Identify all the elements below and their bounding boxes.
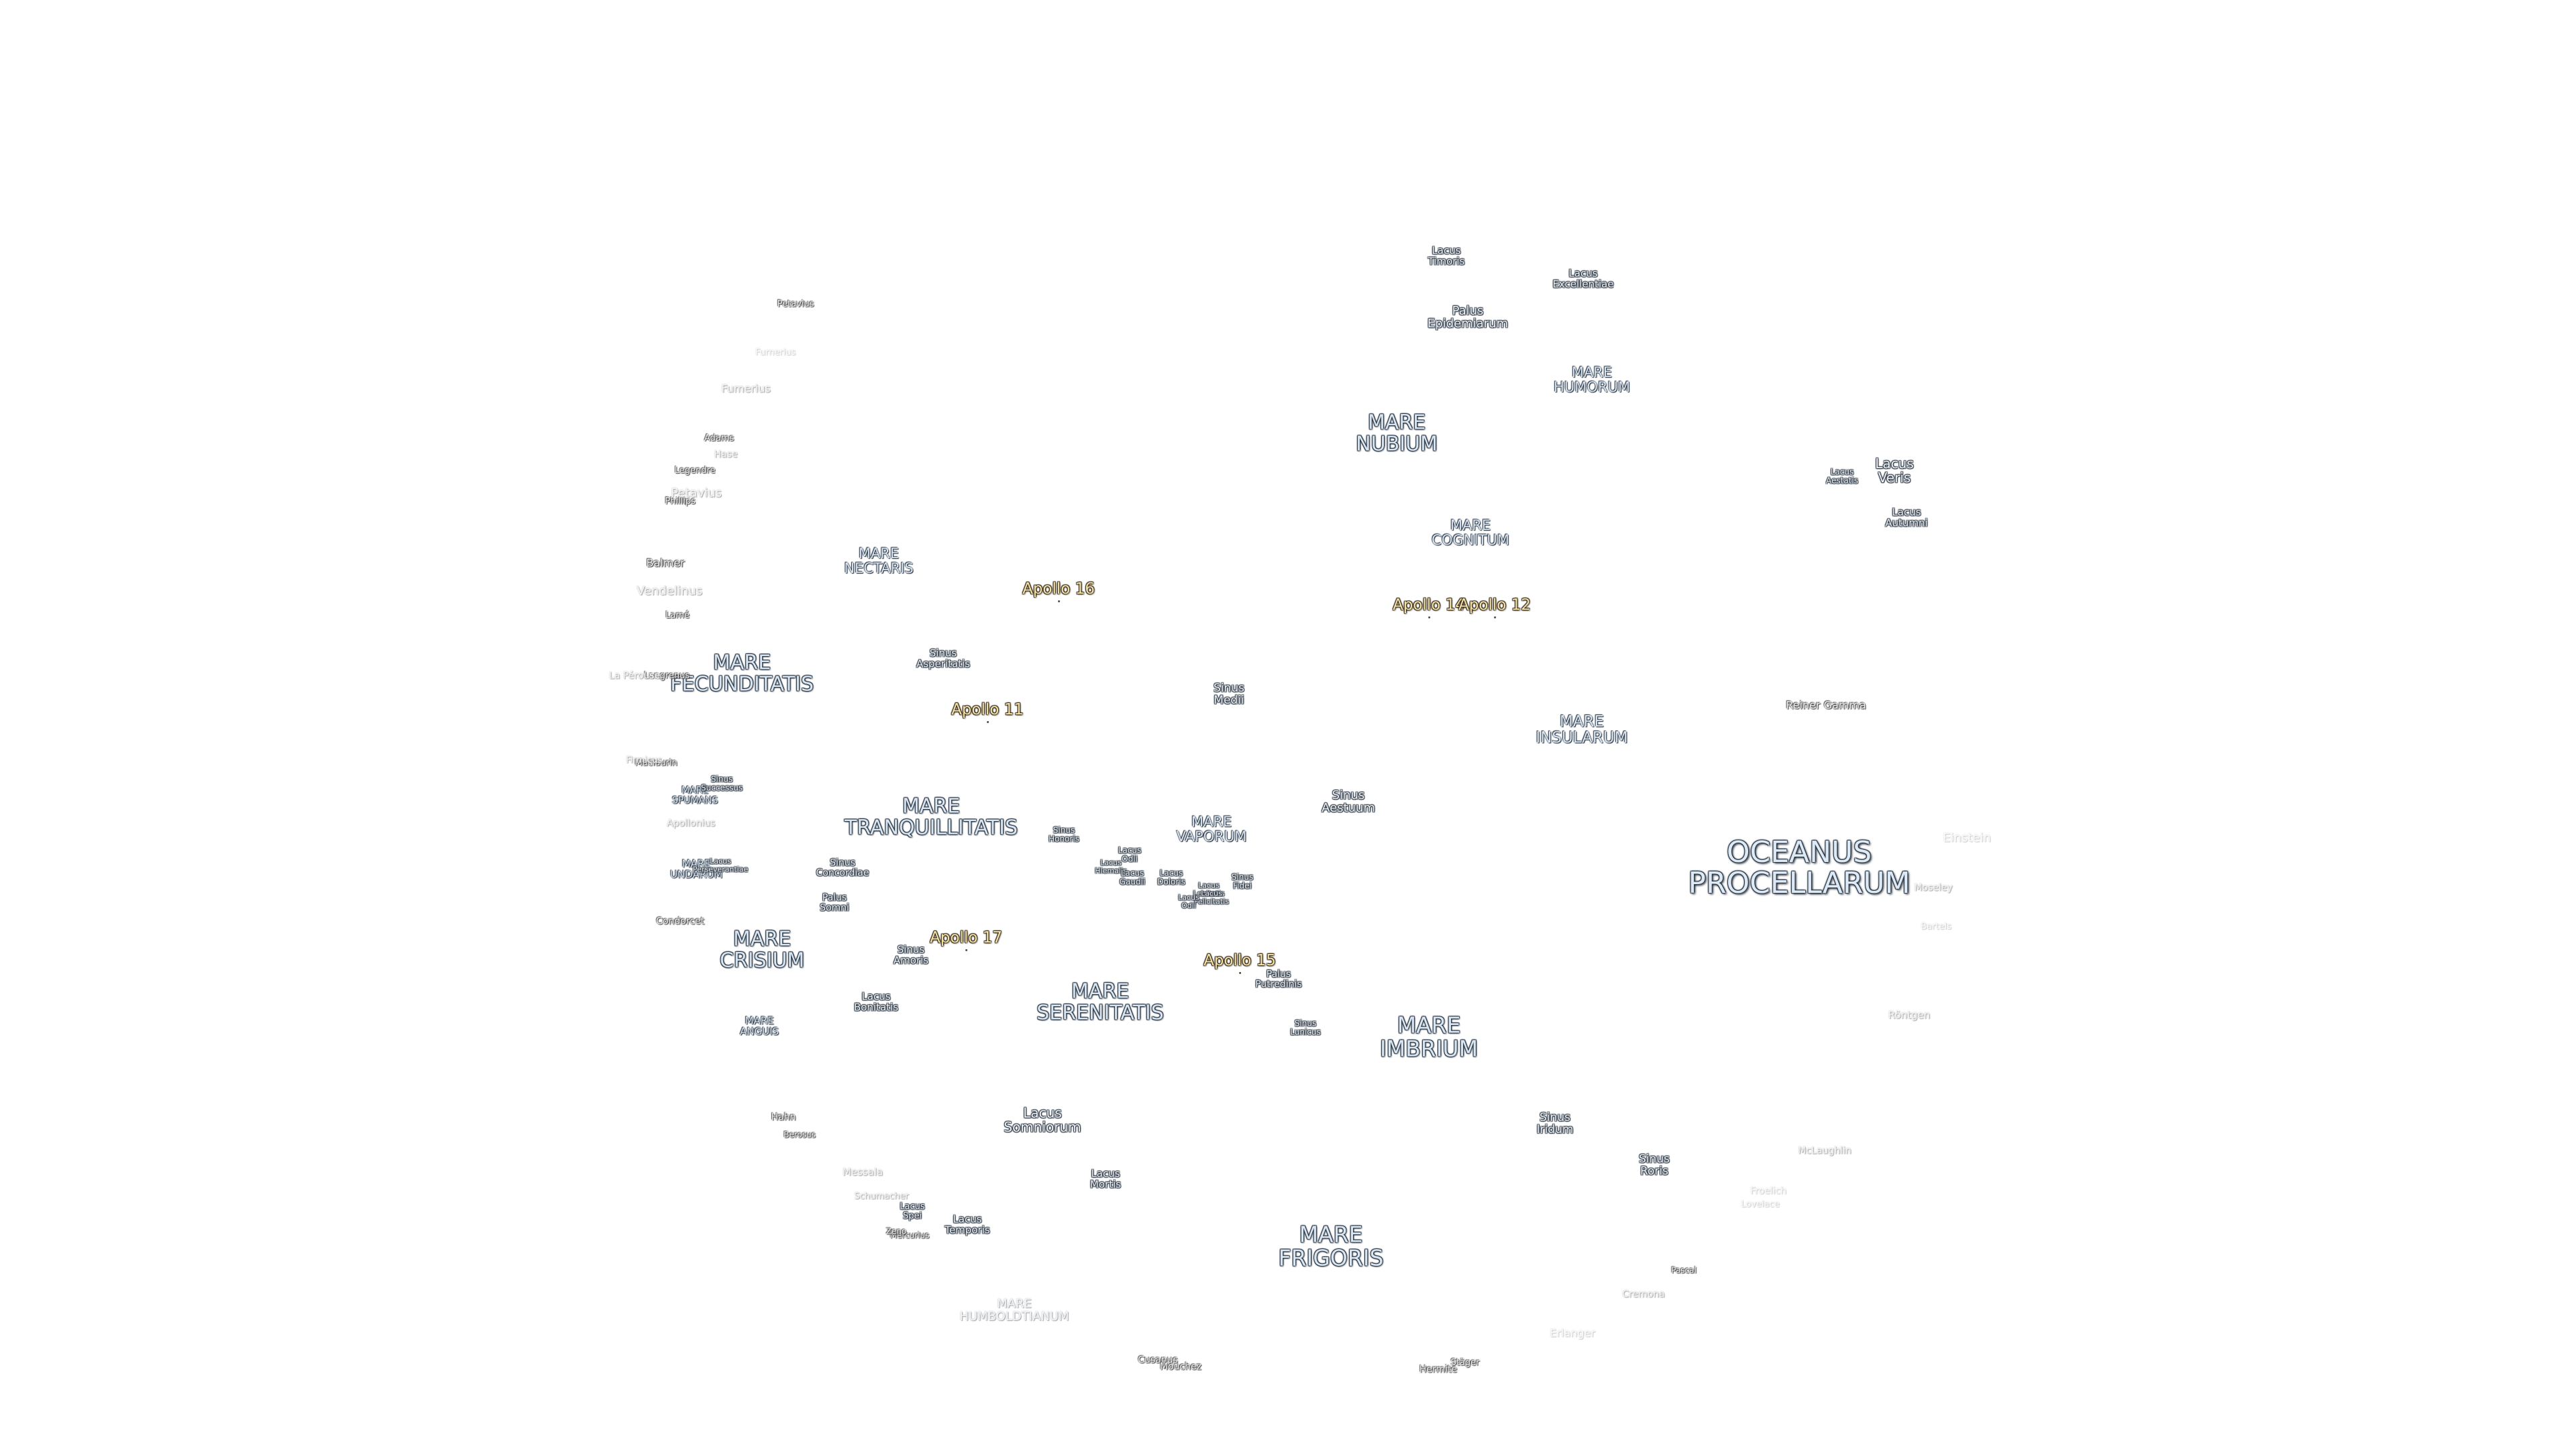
label-crater-mercurius: Mercurius (890, 1230, 930, 1240)
label-lacus-perseverantiae: Lacus Perseverantiae (692, 857, 749, 873)
label-crater-froelich: Froelich (1750, 1185, 1787, 1197)
label-crater-hase: Hase (714, 449, 738, 460)
label-mare-undarum: MARE UNDARUM (669, 857, 723, 880)
label-sinus-lunicus: Sinus Lunicus (1290, 1018, 1321, 1036)
label-crater-stager: Stäger (1450, 1358, 1480, 1368)
label-mare-spumans: MARE SPUMANS (672, 785, 718, 806)
label-crater-la-perouse: La Pérouse (608, 670, 661, 682)
label-lacus-bonitatis: Lacus Bonitatis (853, 990, 899, 1013)
label-palus-epidemiarum: Palus Epidemiarum (1427, 304, 1509, 331)
label-crater-moseley: Moseley (1914, 882, 1953, 894)
label-lacus-autumni: Lacus Autumni (1885, 506, 1928, 529)
label-crater-cremona: Cremona (1622, 1289, 1665, 1300)
label-sinus-medii: Sinus Medii (1214, 682, 1244, 707)
label-crater-bartels: Bartels (1921, 922, 1951, 932)
label-crater-berosus: Berosus (784, 1130, 816, 1140)
label-crater-pascal: Pascal (1671, 1265, 1697, 1275)
label-mare-nubium: MARE NUBIUM (1356, 411, 1438, 455)
label-lacus-odii: Lacus Odii (1178, 893, 1199, 910)
label-crater-firmicus: Firmicus (626, 755, 662, 766)
label-sinus-concordiae: Sinus Concordiae (816, 857, 869, 878)
label-sinus-aestuum: Sinus Aestuum (1322, 788, 1375, 815)
label-sinus-iridum: Sinus Iridum (1536, 1111, 1574, 1136)
label-apollo-14[interactable]: Apollo 14 (1393, 596, 1465, 619)
label-lacus-gaudii: Lacus Gaudii (1119, 868, 1146, 886)
label-mare-anguis: MARE ANGUIS (739, 1014, 780, 1037)
label-crater-mclaughlin: McLaughlin (1798, 1145, 1851, 1157)
label-sinus-amoris: Sinus Amoris (893, 943, 929, 966)
label-mare-cognitum: MARE COGNITUM (1432, 517, 1509, 548)
label-crater-balmer: Balmer (646, 556, 685, 570)
label-crater-erlanger: Erlanger (1550, 1326, 1595, 1340)
label-crater-lovelace: Lovelace (1741, 1199, 1780, 1210)
label-sinus-roris: Sinus Roris (1639, 1152, 1670, 1178)
label-palus-putredinis: Palus Putredinis (1255, 969, 1302, 989)
label-lacus-mortis: Lacus Mortis (1089, 1167, 1122, 1190)
label-lacus-doloris: Lacus Doloris (1157, 868, 1185, 886)
label-apollo-11[interactable]: Apollo 11 (951, 700, 1024, 724)
label-lacus-spei: Lacus Spei (900, 1201, 925, 1221)
label-crater-mouchez: Mouchez (1159, 1361, 1202, 1373)
label-lacus-odii-top: Lacus Odii (1118, 845, 1142, 863)
label-sinus-fidei: Sinus Fidei (1231, 872, 1254, 890)
label-crater-hermite: Hermite (1419, 1364, 1458, 1375)
label-crater-condorcet: Condorcet (656, 916, 704, 927)
label-crater-fumerius: Fumerius (721, 382, 771, 395)
label-sinus-successus: Sinus Successus (700, 774, 743, 792)
label-crater-legendre: Legendre (674, 466, 716, 476)
label-mare-insularum: MARE INSULARUM (1536, 712, 1628, 747)
label-crater-schumacher: Schumacher (854, 1191, 909, 1202)
label-apollo-17[interactable]: Apollo 17 (930, 928, 1002, 952)
label-crater-furnerius: Furnerius (755, 347, 796, 358)
label-crater-rontgen: Röntgen (1888, 1009, 1931, 1022)
label-crater-adams: Adams (704, 433, 735, 444)
label-crater-lame: Lamé (665, 610, 690, 621)
label-crater-petavius: Petavius (671, 486, 722, 500)
label-mare-fecunditatis: MARE FECUNDITATIS (670, 651, 814, 696)
label-mare-nectaris: MARE NECTARIS (844, 545, 914, 576)
label-lacus-aestatis: Lacus Aestatis (1826, 467, 1858, 485)
label-mare-frigoris: MARE FRIGORIS (1278, 1221, 1384, 1271)
label-lacus-temporis: Lacus Temporis (945, 1213, 990, 1236)
label-lacus-felicitatis: Lacus Felicitatis (1194, 889, 1229, 906)
label-crater-langrenus: Langrenus (643, 671, 690, 682)
label-mare-tranquillitatis: MARE TRANQUILLITATIS (844, 794, 1018, 839)
label-lacus-lenitatis: Lacus Lenitatis (1193, 881, 1225, 898)
label-mare-vaporum: MARE VAPORUM (1176, 813, 1247, 845)
label-lacus-veris: Lacus Veris (1875, 455, 1914, 486)
label-apollo-12[interactable]: Apollo 12 (1458, 596, 1531, 619)
label-crater-zeno: Zeno (885, 1226, 907, 1236)
label-mare-humboldtianum: MARE HUMBOLDTIANUM (959, 1297, 1069, 1324)
label-mare-imbrium: MARE IMBRIUM (1379, 1012, 1479, 1061)
label-crater-apollonius: Apollonius (666, 818, 716, 829)
label-mare-crisium: MARE CRISIUM (719, 927, 805, 972)
label-sinus-asperitatis: Sinus Asperitatis (916, 647, 971, 669)
label-crater-maclaurin: Maclaurin (635, 758, 678, 769)
label-crater-phillips: Phillips (665, 496, 696, 507)
label-crater-einstein: Einstein (1943, 830, 1991, 845)
label-crater-vendelinus: Vendelinus (636, 584, 703, 598)
label-lacus-somniorum: Lacus Somniorum (1004, 1105, 1081, 1135)
label-crater-reiner-gamma: Reiner Gamma (1786, 698, 1866, 712)
label-palus-somni: Palus Somni (820, 892, 849, 913)
label-lacus-hiemalis: Lacus Hiemalis (1095, 858, 1127, 875)
label-oceanus-procellarum: OCEANUS PROCELLARUM (1688, 835, 1911, 900)
label-crater-cusanus: Cusanus (1138, 1354, 1178, 1366)
label-lacus-timoris: Lacus Timoris (1428, 244, 1465, 267)
label-crater-hahn: Hahn (771, 1112, 796, 1123)
label-crater-petavius-top: Petavius (777, 299, 814, 310)
label-mare-serenitatis: MARE SERENITATIS (1036, 979, 1164, 1024)
label-mare-humorum: MARE HUMORUM (1554, 364, 1630, 395)
label-sinus-honoris: Sinus Honoris (1049, 825, 1079, 843)
label-crater-messala: Messala (842, 1166, 883, 1179)
label-apollo-16[interactable]: Apollo 16 (1022, 580, 1095, 603)
label-apollo-15[interactable]: Apollo 15 (1203, 951, 1276, 975)
label-lacus-excellentiae: Lacus Excellentiae (1552, 267, 1614, 290)
